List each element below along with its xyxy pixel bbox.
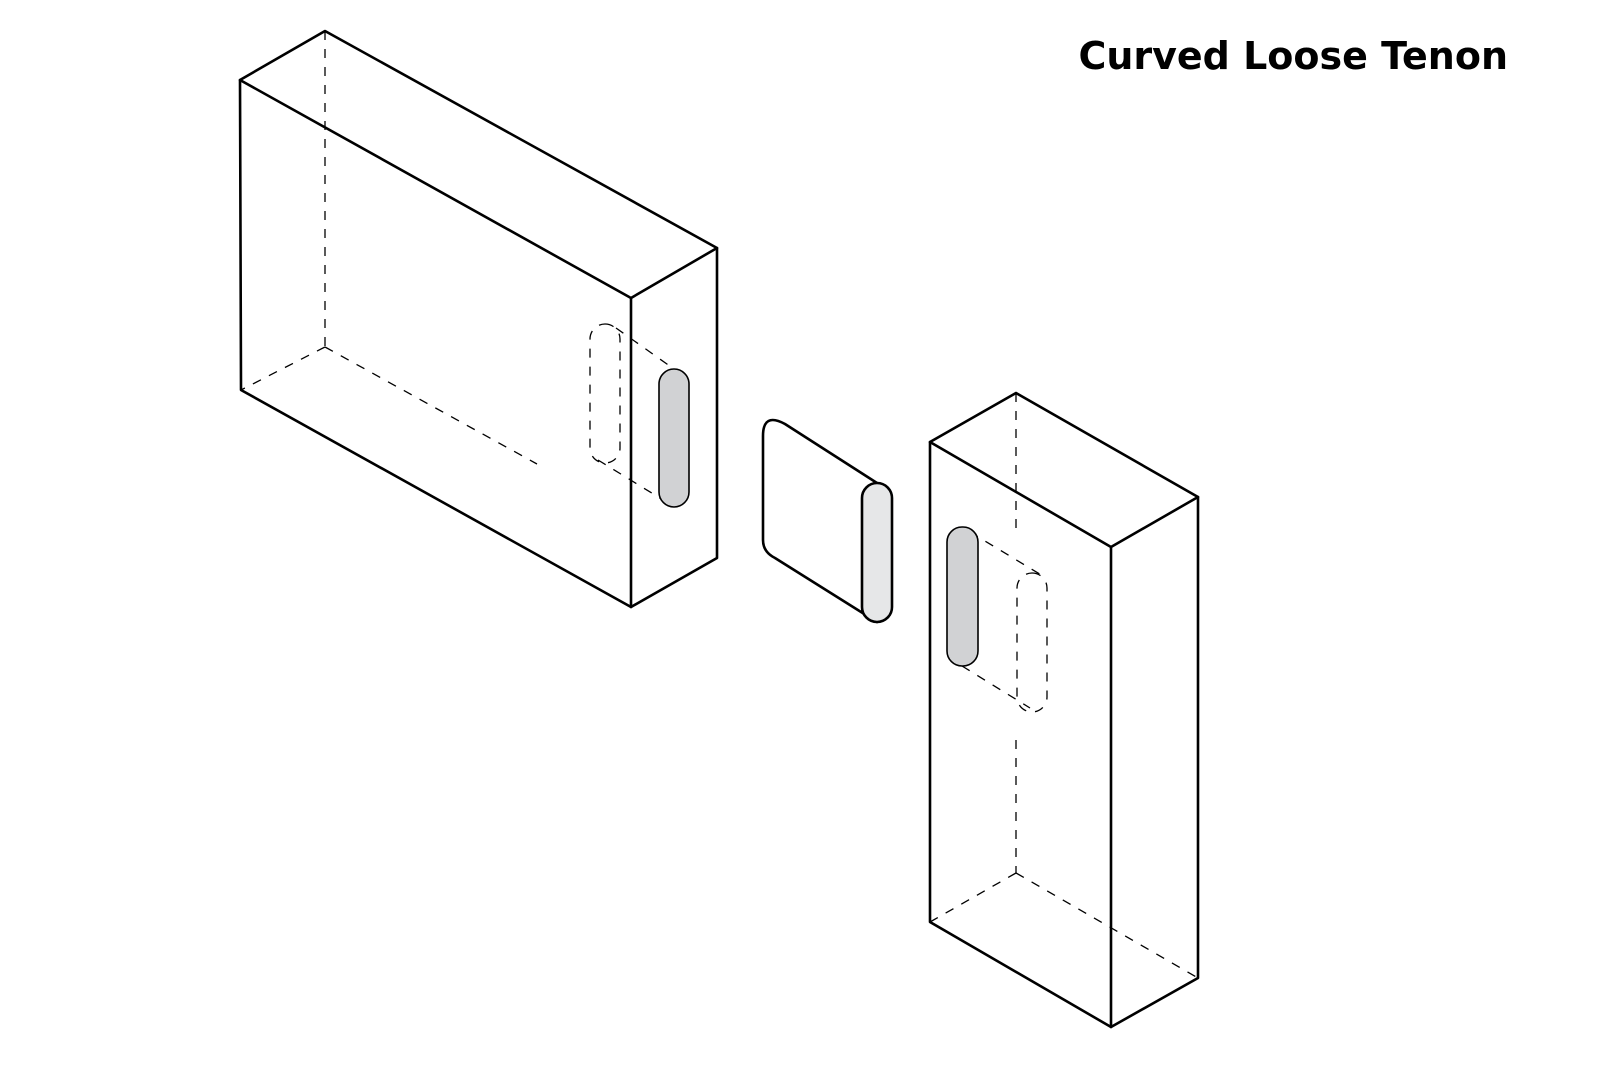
- right-block-front-face: [928, 440, 1113, 1029]
- right-block: [928, 391, 1200, 1029]
- diagram-title: Curved Loose Tenon: [1078, 34, 1508, 78]
- left-mortise-opening: [658, 368, 690, 508]
- tenon: [761, 418, 894, 624]
- tenon-end-face: [860, 481, 894, 624]
- right-mortise-hidden-top-edge: [969, 531, 1044, 577]
- right-mortise-opening: [946, 526, 979, 667]
- left-mortise-hidden-bottom: [589, 323, 621, 464]
- left-mortise-hidden-top-edge: [615, 327, 675, 370]
- tenon-side-face: [761, 418, 879, 624]
- left-block-hidden-bottom-short-edge: [240, 346, 326, 391]
- right-block-hidden-bottom-short-edge: [929, 872, 1017, 923]
- right-block-top-face: [928, 391, 1200, 549]
- left-mortise-hidden-bottom-edge: [597, 459, 669, 504]
- right-block-hidden-bottom-long-edge: [1015, 872, 1199, 979]
- left-block-hidden-bottom-long-edge: [324, 346, 538, 465]
- left-block-front-face: [238, 78, 633, 609]
- right-block-side-face: [1109, 495, 1200, 1029]
- left-block-top-face: [238, 29, 719, 300]
- left-block: [238, 29, 719, 609]
- right-mortise-hidden-bottom: [1016, 572, 1048, 713]
- left-block-end-face: [629, 246, 719, 609]
- right-mortise-hidden-bottom-edge: [961, 665, 1031, 709]
